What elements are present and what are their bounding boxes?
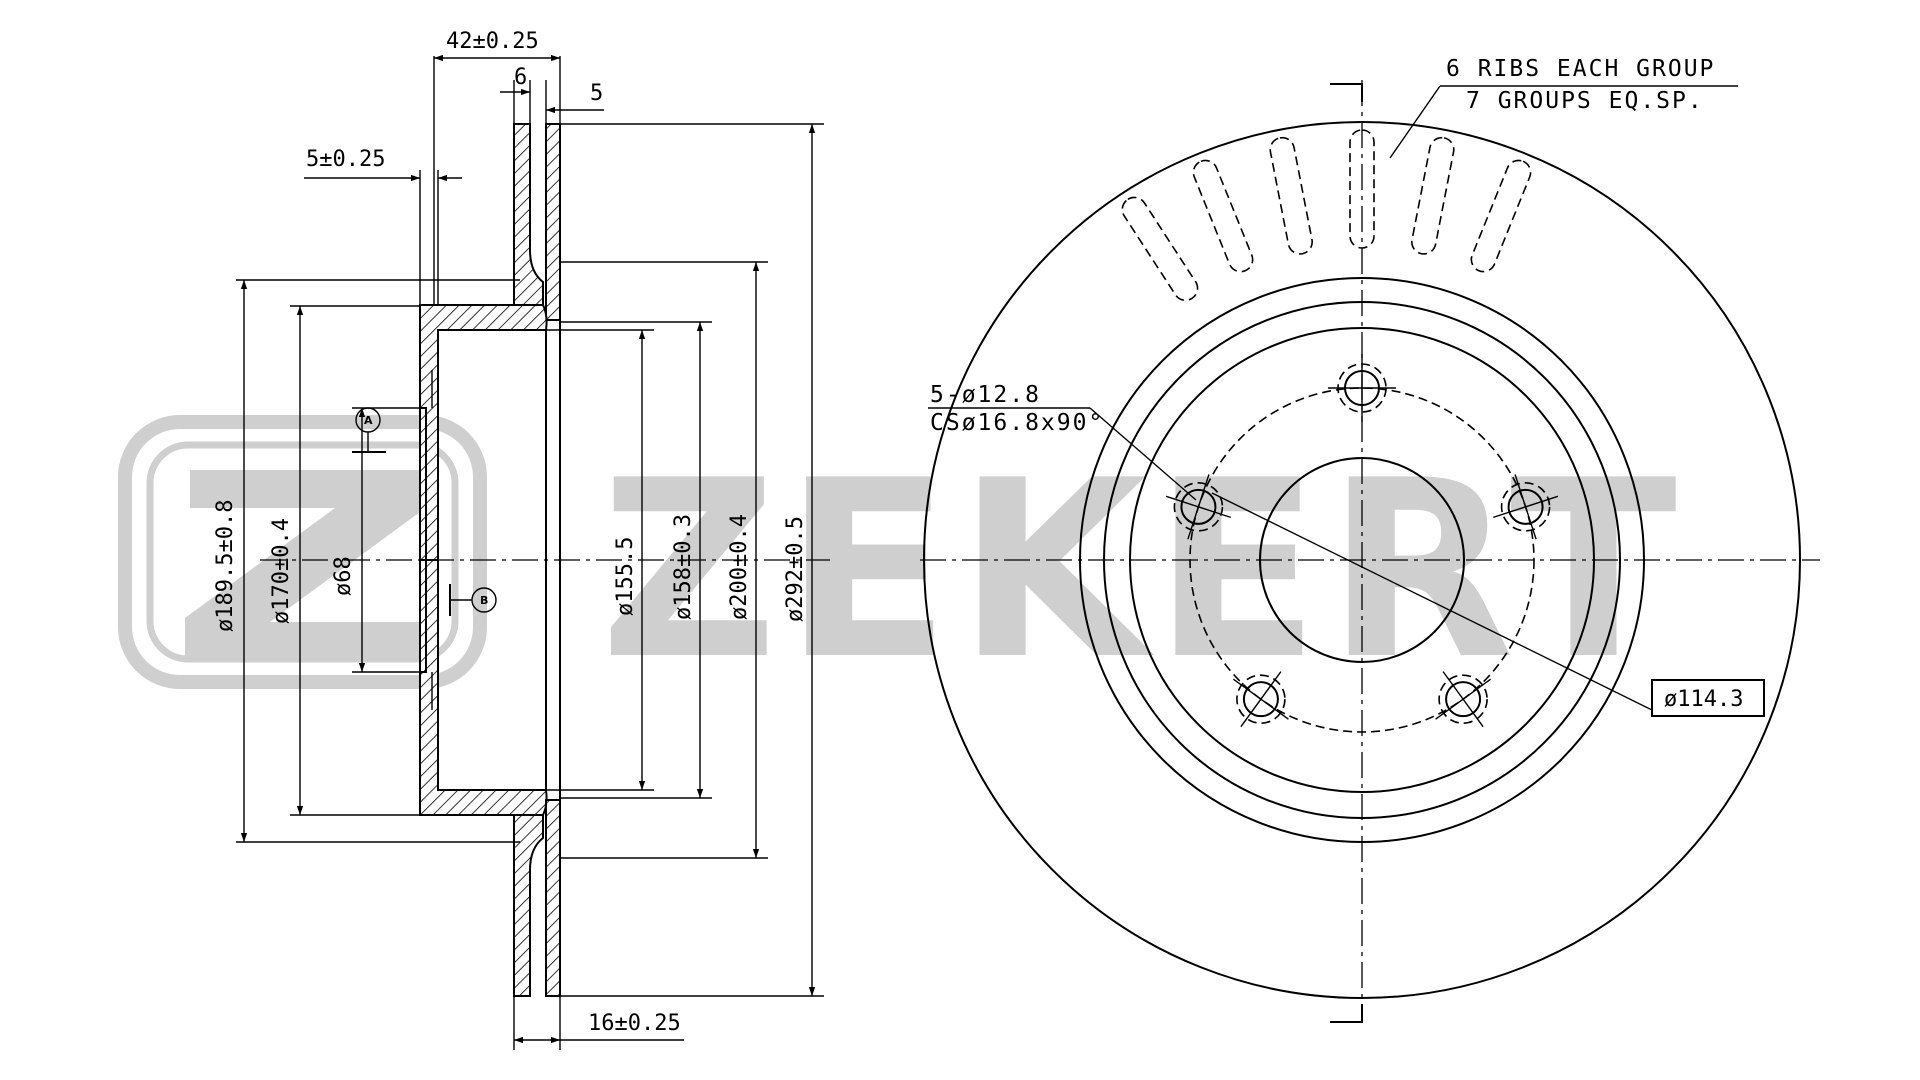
bolt-hole [1445, 681, 1482, 718]
bolt-hole [1507, 488, 1544, 525]
datum-b: B [449, 584, 497, 616]
bolt-hole-centerline [1514, 474, 1537, 540]
bolt-hole-centerline [1232, 678, 1289, 720]
hole-note-line1: 5-ø12.8 [930, 382, 1041, 408]
rib [1411, 136, 1455, 255]
hat-upper-wall-section [419, 304, 548, 561]
rib [1349, 129, 1375, 249]
dim-155-text: ø155.5 [613, 537, 638, 616]
dim-42-text: 42±0.25 [446, 29, 539, 54]
dim-158-text: ø158±0.3 [671, 514, 696, 620]
rib-note-leader [1389, 85, 1441, 159]
rib [1192, 159, 1254, 273]
dim-6-text: 6 [514, 65, 527, 90]
hole-note-line2: CSø16.8x90° [930, 410, 1104, 436]
dim-170-text: ø170±0.4 [269, 518, 294, 624]
bolt-hole [1180, 488, 1217, 525]
upper-inner-ring-section [545, 123, 561, 321]
hole-note-leader [1089, 407, 1197, 501]
datum-b-label: B [480, 594, 488, 607]
section-marker-bottom [1330, 1004, 1363, 1023]
rib-note-line1: 6 RIBS EACH GROUP [1446, 56, 1715, 82]
dim-189-text: ø189.5±0.8 [213, 500, 238, 632]
front-view: 6 RIBS EACH GROUP 7 GROUPS EQ.SP. 5-ø12.… [920, 56, 1820, 1023]
bolt-holes [1165, 354, 1559, 728]
rib [1269, 136, 1313, 255]
bolt-hole [1242, 681, 1279, 718]
datum-a-label: A [364, 414, 373, 427]
rib-group [1121, 129, 1532, 302]
watermark: ZEKERT [118, 415, 1683, 713]
dim-200-text: ø200±0.4 [727, 514, 752, 620]
dim-292-text: ø292±0.5 [783, 516, 808, 622]
dim-5-025-text: 5±0.25 [306, 147, 385, 172]
bolt-hole-countersink [1500, 482, 1551, 532]
section-view: A B 42±0.25 6 5 5±0.25 [213, 29, 830, 1050]
bolt-hole-centerline [1435, 678, 1492, 720]
dim-16-text: 16±0.25 [588, 1011, 681, 1036]
bolt-hole-centerline [1187, 474, 1210, 540]
rib [1121, 196, 1199, 302]
pcd-leader [1211, 492, 1653, 711]
dim-5-text: 5 [590, 81, 603, 106]
watermark-text: ZEKERT [600, 428, 1683, 713]
rib [1470, 159, 1532, 273]
lower-outer-ring-section [513, 814, 544, 997]
lower-inner-ring-section [545, 799, 561, 997]
pcd-box-text: ø114.3 [1664, 687, 1743, 712]
bolt-hole-countersink [1173, 482, 1224, 532]
section-marker-top [1330, 83, 1363, 102]
rib-note-line2: 7 GROUPS EQ.SP. [1466, 88, 1704, 114]
center-bore-step [420, 407, 427, 673]
pcd-box [1651, 679, 1765, 717]
bolt-hole-countersink [1438, 674, 1488, 724]
upper-outer-ring-section [513, 123, 544, 306]
bolt-hole-countersink [1236, 674, 1286, 724]
dim-68-text: ø68 [331, 556, 356, 596]
